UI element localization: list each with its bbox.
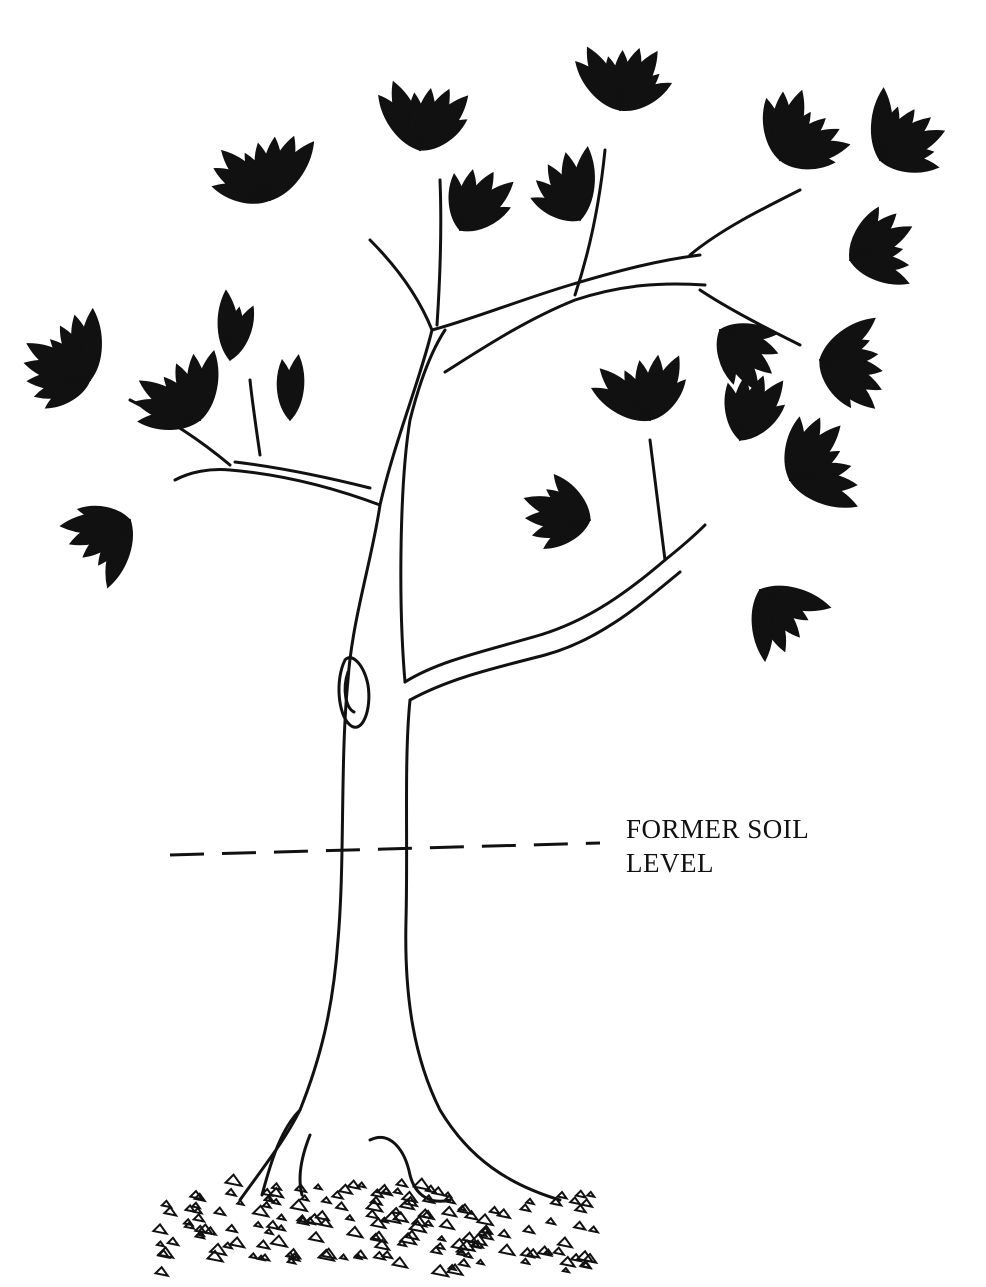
soil-pebble [554, 1248, 564, 1255]
soil-pebble [348, 1227, 363, 1237]
soil-pebble [500, 1245, 515, 1255]
soil-pebble [237, 1201, 243, 1205]
soil-pebble [383, 1251, 393, 1258]
soil-pebble [443, 1207, 456, 1216]
soil-pebble [263, 1202, 271, 1207]
soil-pebble [499, 1230, 509, 1237]
soil-pebble [192, 1203, 199, 1208]
soil-pebble [477, 1214, 492, 1225]
soil-pebble [547, 1218, 555, 1224]
soil-pebble [278, 1215, 286, 1220]
soil-pebble [393, 1258, 407, 1268]
soil-pebble [348, 1181, 360, 1189]
soil-pebble [477, 1260, 483, 1264]
former-soil-label-line1: FORMER SOIL [626, 816, 809, 843]
soil-pebble [433, 1187, 444, 1195]
foliage [23, 43, 948, 661]
soil-pebble [322, 1197, 331, 1203]
soil-pebble [425, 1221, 432, 1226]
soil-pebble [265, 1229, 272, 1234]
soil-pebble [367, 1210, 378, 1218]
soil-pebble [587, 1192, 594, 1197]
soil-pebble [490, 1207, 499, 1214]
soil-pebble [255, 1222, 262, 1227]
soil-pebble [563, 1268, 569, 1272]
soil-pebble [394, 1188, 402, 1193]
soil-pebble [432, 1265, 448, 1276]
soil-pebble [340, 1255, 347, 1260]
soil-pebble [291, 1200, 307, 1211]
soil-pebble [459, 1259, 469, 1266]
soil-pebble [194, 1214, 204, 1221]
soil-pebble [272, 1183, 281, 1189]
soil-pebble [358, 1183, 365, 1188]
soil-pebble [157, 1241, 164, 1246]
soil-pebble [153, 1224, 166, 1233]
soil-pebble [306, 1218, 315, 1224]
soil-pebble [371, 1197, 382, 1205]
soil-pebble [258, 1241, 270, 1249]
soil-pebble [574, 1222, 585, 1230]
soil-pebble [521, 1205, 530, 1212]
soil-pebble [278, 1225, 285, 1230]
former-soil-level-line [170, 843, 600, 855]
soil-pebble [436, 1243, 444, 1249]
former-soil-label-line2: LEVEL [626, 850, 714, 877]
soil-pebble [332, 1191, 342, 1198]
soil-pebble [576, 1191, 586, 1198]
soil-pebble [582, 1199, 592, 1206]
soil-pebble [526, 1199, 533, 1204]
soil-pebble [226, 1175, 242, 1186]
soil-pebble [439, 1236, 445, 1240]
soil-pebble [557, 1192, 566, 1198]
soil-pebble [522, 1259, 529, 1264]
soil-pebble [570, 1197, 580, 1204]
soil-pebble [271, 1236, 287, 1247]
soil-pebble [524, 1226, 534, 1233]
soil-pebble [215, 1208, 226, 1215]
soil-pebble [164, 1207, 176, 1215]
soil-pebble [162, 1201, 171, 1207]
soil-pebble [392, 1208, 400, 1214]
soil-pebble [168, 1238, 178, 1245]
soil-pebble [440, 1220, 454, 1229]
soil-pebble [226, 1189, 235, 1195]
soil-pebble [346, 1215, 353, 1220]
soil-pebble [156, 1267, 168, 1276]
soil-pebble [590, 1226, 598, 1232]
soil-pebble [336, 1202, 347, 1209]
soil-pebble [397, 1179, 407, 1186]
soil-pebble [250, 1253, 257, 1258]
soil-pebble [315, 1185, 322, 1190]
soil-pebble [558, 1238, 572, 1248]
soil-pebble [190, 1191, 201, 1199]
soil-pebble [316, 1211, 329, 1220]
soil-pebble [227, 1225, 237, 1232]
soil-pebble [309, 1232, 323, 1241]
soil-pebble [465, 1253, 472, 1258]
soil-pebble [230, 1237, 244, 1247]
